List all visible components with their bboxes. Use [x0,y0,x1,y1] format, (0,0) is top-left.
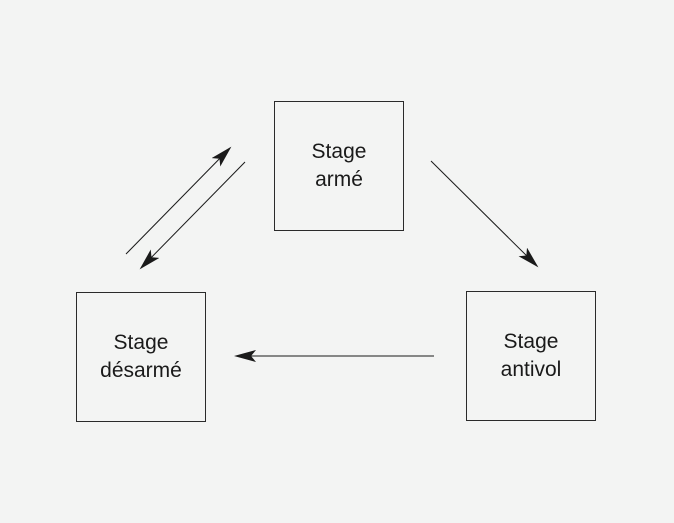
node-label-line2: armé [315,168,363,191]
arrow-desarme-to-arme [125,146,232,255]
arrow-arme-to-antivol [430,160,539,268]
node-label-line1: Stage [311,140,367,163]
node-label-line2: désarmé [100,359,182,382]
node-label-line1: Stage [503,330,559,353]
node-label-line2: antivol [500,358,562,381]
node-stage-arme: Stage armé [274,101,404,231]
node-label-line1: Stage [113,331,169,354]
arrow-arme-to-desarme [139,161,246,270]
node-stage-antivol: Stage antivol [466,291,596,421]
node-stage-desarme: Stage désarmé [76,292,206,422]
